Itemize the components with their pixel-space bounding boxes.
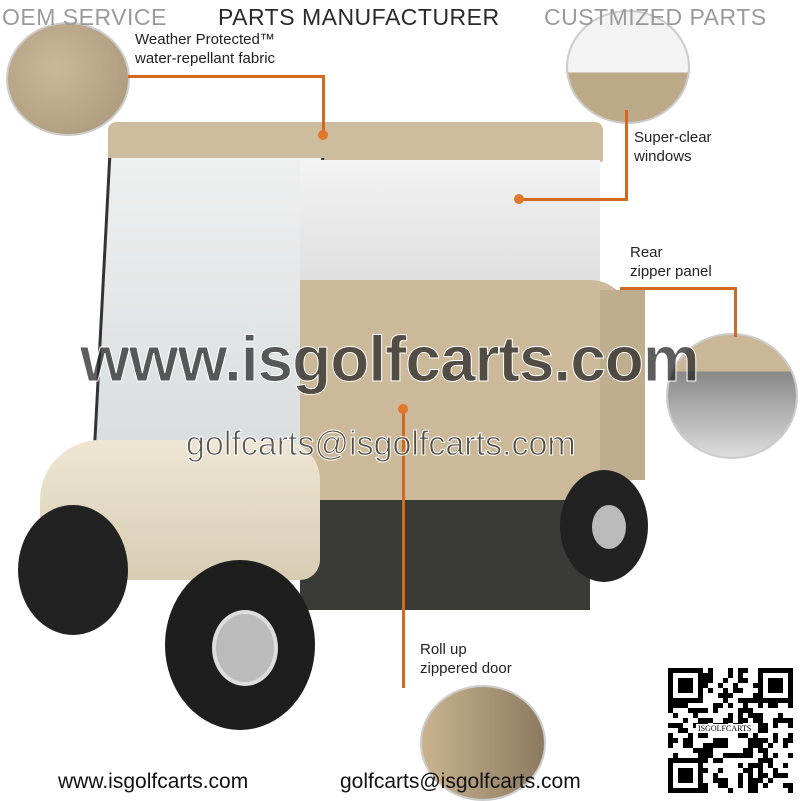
watermark-email: golfcarts@isgolfcarts.com (186, 425, 577, 464)
callout-line-windows-vertical (625, 110, 628, 200)
callout-door: Roll up zippered door (420, 640, 512, 678)
callout-fabric-line1: Weather Protected™ (135, 31, 275, 48)
callout-line-fabric (128, 75, 324, 78)
callout-rear-line1: Rear (630, 244, 663, 261)
window-detail-inset (566, 10, 690, 124)
watermark-site: www.isgolfcarts.com (80, 323, 701, 396)
rear-panel-detail-inset (666, 333, 798, 459)
callout-rear: Rear zipper panel (630, 243, 712, 281)
footer-email: golfcarts@isgolfcarts.com (340, 770, 581, 793)
callout-dot-fabric (318, 130, 328, 140)
qr-caption: ISGOLFCARTS (696, 724, 754, 733)
callout-line-door (402, 408, 405, 688)
qr-code-pattern (668, 668, 793, 793)
callout-line-fabric-vertical (322, 75, 325, 135)
callout-door-line1: Roll up (420, 641, 467, 658)
callout-dot-door (398, 404, 408, 414)
fabric-detail-inset (6, 22, 130, 136)
callout-fabric: Weather Protected™ water-repellant fabri… (135, 30, 275, 68)
qr-code: ISGOLFCARTS (668, 668, 793, 793)
callout-windows: Super-clear windows (634, 128, 712, 166)
header-parts-manufacturer: PARTS MANUFACTURER (218, 4, 500, 30)
callout-line-windows (520, 198, 628, 201)
callout-fabric-line2: water-repellant fabric (135, 50, 276, 67)
callout-rear-line2: zipper panel (630, 263, 712, 280)
callout-line-rear-vertical (734, 287, 737, 337)
callout-dot-windows (514, 194, 524, 204)
header-oem-service: OEM SERVICE (2, 4, 167, 30)
callout-line-rear (620, 287, 736, 290)
callout-door-line2: zippered door (420, 660, 512, 677)
footer-site: www.isgolfcarts.com (58, 770, 249, 793)
callout-windows-line1: Super-clear (634, 129, 712, 146)
header-customized-parts: CUSTMIZED PARTS (544, 4, 767, 30)
callout-windows-line2: windows (634, 148, 692, 165)
